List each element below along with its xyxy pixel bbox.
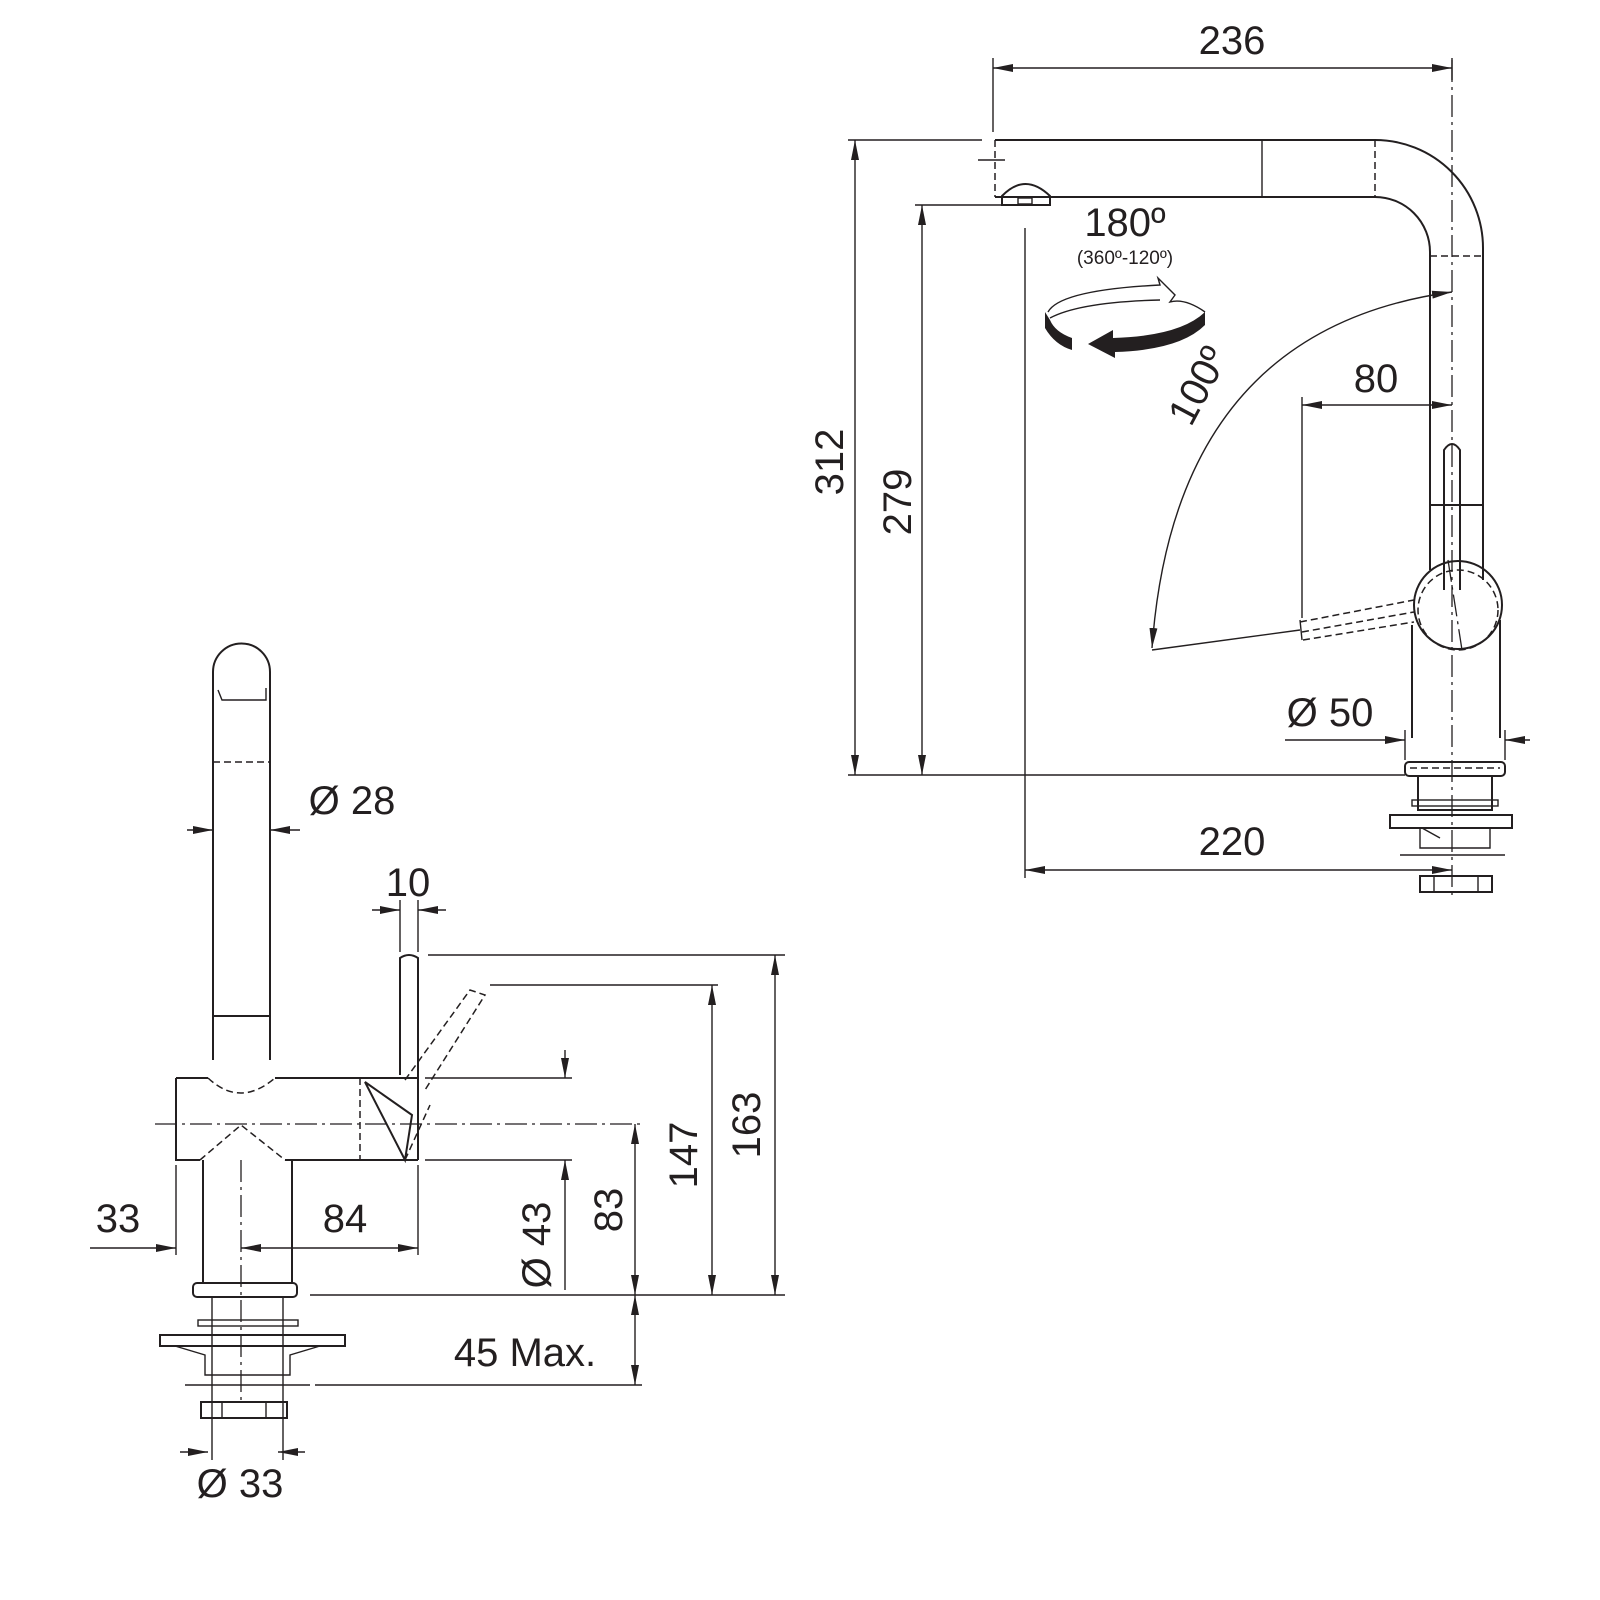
rotation-arrow-icon [1045, 275, 1206, 358]
dim-lever-width: 10 [372, 861, 446, 952]
riser-front [159, 1160, 346, 1460]
lever-lowered [1299, 599, 1415, 641]
dim-horizontal-offsets: 33 84 [90, 1165, 419, 1255]
dim-label: 80 [1354, 357, 1399, 401]
dim-label: 10 [386, 861, 431, 905]
dim-body-diameter: Ø 43 [425, 1050, 572, 1290]
spout-front [212, 642, 271, 1060]
swivel-annotation: 180º (360º-120º) [1045, 201, 1206, 358]
swivel-angle-label: 180º [1084, 201, 1166, 245]
dim-outlet-reach: 220 [1024, 228, 1452, 878]
body-front [175, 1077, 419, 1164]
dim-label: 163 [725, 1092, 769, 1159]
dim-total-height-front: 163 [428, 954, 785, 1295]
dim-lever-height: 147 [490, 984, 718, 1295]
dim-mount-thickness: 45 Max. [315, 1295, 642, 1386]
aerator [1001, 183, 1051, 206]
dim-label: 33 [96, 1197, 141, 1241]
dim-outlet-height: 279 [876, 204, 1002, 775]
dim-base-diameter: Ø 50 [1285, 691, 1530, 760]
dim-label: 147 [662, 1122, 706, 1189]
dim-label: 45 Max. [454, 1331, 596, 1375]
valve-body [1411, 559, 1503, 738]
dim-label: 84 [323, 1197, 368, 1241]
dim-label: Ø 43 [515, 1202, 559, 1289]
base-mount [1389, 761, 1513, 893]
dim-label: Ø 33 [197, 1462, 284, 1506]
front-view: Ø 28 10 163 147 83 Ø 43 [90, 642, 785, 1506]
side-view: 236 312 279 220 80 Ø 50 [808, 19, 1530, 900]
dim-total-height-side: 312 [808, 139, 982, 775]
dim-label: 312 [808, 429, 852, 496]
dim-body-height: 83 [587, 1124, 639, 1295]
lever-front [399, 954, 487, 1161]
dim-label: Ø 28 [309, 779, 396, 823]
swivel-range-label: (360º-120º) [1077, 248, 1173, 269]
dim-label: 100º [1160, 339, 1237, 432]
dim-label: 220 [1199, 820, 1266, 864]
dim-shank-diameter: Ø 33 [180, 1448, 305, 1506]
dim-spout-reach: 236 [992, 19, 1453, 132]
dim-spout-diameter: Ø 28 [187, 779, 396, 834]
dim-label: 279 [876, 469, 920, 536]
dim-label: 83 [587, 1188, 631, 1233]
dim-label: 236 [1199, 19, 1266, 63]
dim-label: Ø 50 [1287, 691, 1374, 735]
